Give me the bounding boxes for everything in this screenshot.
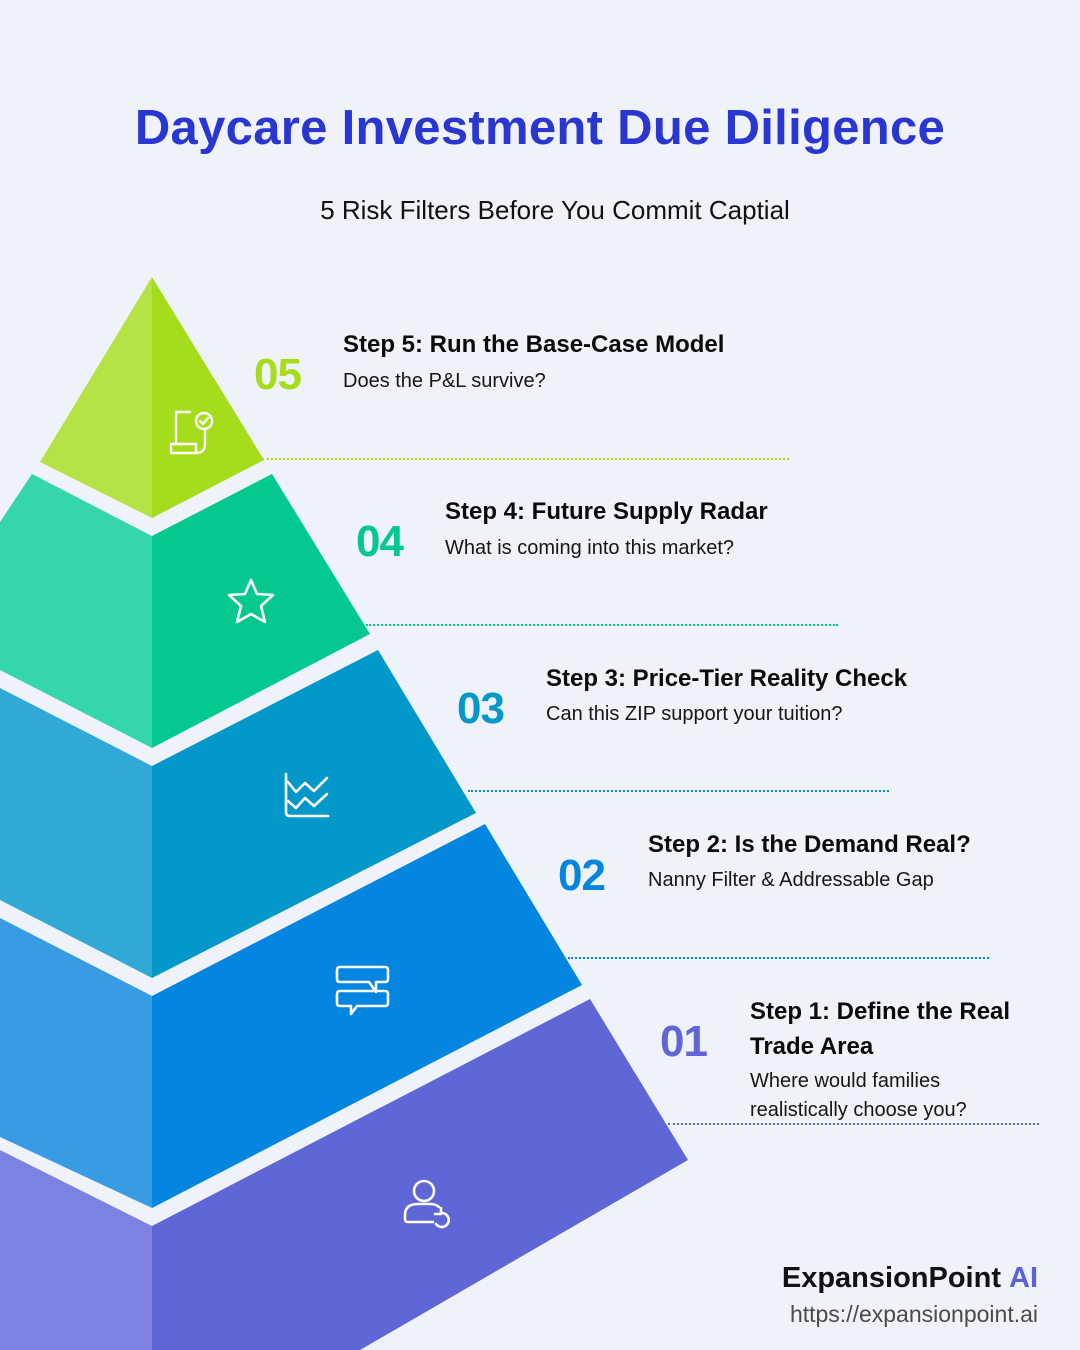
step-title: Step 2: Is the Demand Real?: [648, 831, 971, 858]
divider-dotted: [366, 624, 838, 626]
step-number: 02: [558, 851, 606, 900]
pyramid-level-1: [0, 999, 688, 1350]
step-description-line-1: Where would families: [750, 1070, 941, 1092]
brand-suffix: AI: [1009, 1262, 1038, 1294]
step-description: Can this ZIP support your tuition?: [546, 703, 843, 725]
pyramid-level-3: [0, 650, 476, 978]
divider-dotted: [262, 458, 789, 460]
line-chart-icon: [284, 772, 330, 818]
star-icon: [227, 578, 275, 624]
divider-dotted: [668, 1123, 1039, 1125]
step-title-line-2: Trade Area: [750, 1033, 874, 1060]
step-title: Step 5: Run the Base-Case Model: [343, 331, 725, 358]
divider-dotted: [568, 957, 989, 959]
step-number: 03: [457, 684, 505, 733]
step-title: Step 3: Price-Tier Reality Check: [546, 665, 908, 692]
step-number: 01: [660, 1017, 708, 1066]
step-number: 05: [254, 350, 302, 399]
pyramid-level-2: [0, 824, 582, 1208]
step-title-line-1: Step 1: Define the Real: [750, 998, 1011, 1025]
pyramid-level-5: [40, 277, 264, 518]
website-link[interactable]: https://expansionpoint.ai: [789, 1301, 1038, 1327]
brand-name: ExpansionPoint: [781, 1262, 1001, 1294]
page-subtitle: 5 Risk Filters Before You Commit Captial: [320, 195, 790, 225]
chat-bubbles-icon: [335, 965, 390, 1016]
step-description: What is coming into this market?: [445, 537, 734, 559]
step-description-line-2: realistically choose you?: [750, 1099, 967, 1121]
step-description: Nanny Filter & Addressable Gap: [648, 869, 934, 891]
user-refresh-icon: [403, 1179, 450, 1229]
document-check-icon: [169, 410, 214, 455]
page-title: Daycare Investment Due Diligence: [134, 101, 946, 155]
step-number: 04: [356, 517, 404, 566]
step-description: Does the P&L survive?: [343, 370, 546, 392]
divider-dotted: [468, 790, 889, 792]
step-title: Step 4: Future Supply Radar: [445, 498, 768, 525]
